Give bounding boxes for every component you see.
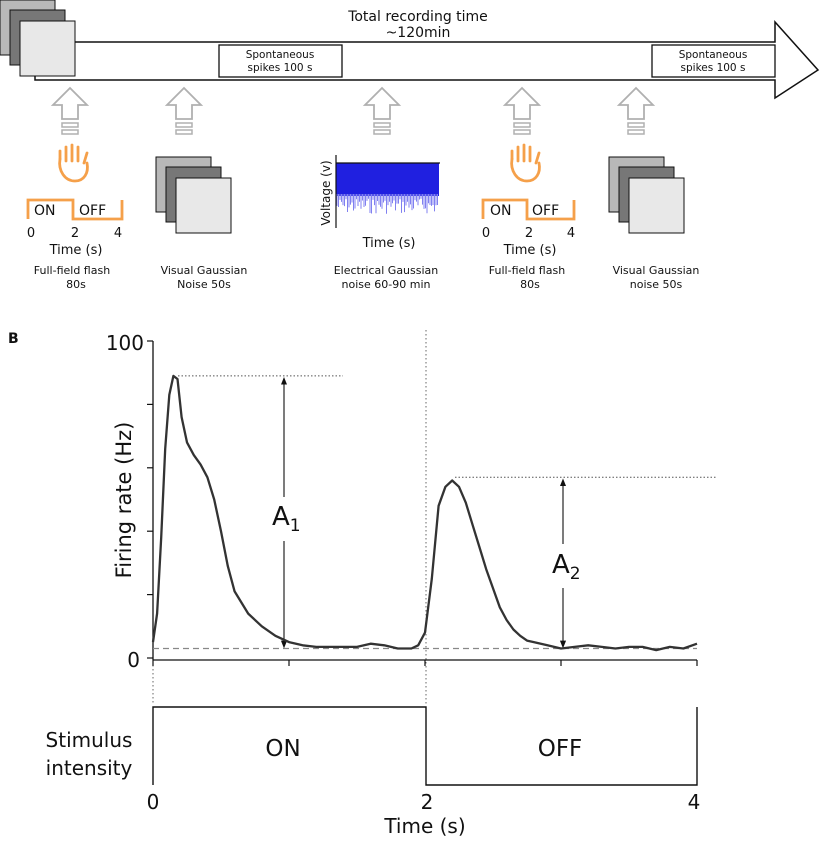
hand-icon	[510, 143, 541, 183]
flash-1-off: OFF	[79, 203, 106, 219]
flash-1-caption-2: 80s	[66, 278, 86, 291]
y-ticks	[147, 340, 153, 659]
flash-2-axis: Time (s)	[503, 243, 557, 258]
stacked-frames-icon	[155, 156, 232, 234]
x-tick-label-2: 2	[421, 790, 434, 814]
spontaneous-2-line1: Spontaneous	[679, 49, 748, 61]
y-tick-label-0: 0	[127, 648, 140, 672]
arrow-up-icon	[618, 87, 654, 135]
stimulus-off-label: OFF	[538, 736, 583, 762]
x-axis-label: Time (s)	[383, 814, 465, 838]
stimulus-label-2: intensity	[46, 756, 133, 780]
flash-2-tick-0: 0	[482, 226, 490, 241]
flash-2-tick-4: 4	[567, 226, 575, 241]
visual-1-caption-2: Noise 50s	[177, 278, 231, 291]
a2-label: A2	[552, 550, 581, 584]
x-ticks	[152, 660, 698, 666]
y-tick-label-100: 100	[106, 331, 144, 355]
stacked-frames-icon	[608, 156, 685, 234]
stimulus-trace: Stimulus intensity ON OFF	[46, 706, 698, 786]
flash-1-caption-1: Full-field flash	[34, 264, 110, 277]
a1-label: A1	[272, 502, 301, 536]
flash-stimulus-1: ON OFF 0 2 4 Time (s) Full-field flash 8…	[26, 198, 124, 291]
firing-rate-plot: 100 0 A1 A2	[106, 330, 716, 705]
timeline-arrow	[34, 20, 820, 100]
arrow-up-icon	[364, 87, 400, 135]
flash-1-tick-0: 0	[27, 226, 35, 241]
electrical-noise-plot: Voltage (v) Time (s) Electrical Gaussian…	[319, 155, 440, 291]
timeline-title: Total recording time	[347, 9, 488, 25]
arrow-up-icon	[166, 87, 202, 135]
panel-b-label: B	[8, 331, 19, 347]
firing-rate-line	[151, 374, 698, 652]
visual-2-caption-1: Visual Gaussian	[613, 264, 700, 277]
spontaneous-1-line1: Spontaneous	[246, 49, 315, 61]
stacked-frames-icon	[0, 0, 76, 77]
flash-1-tick-2: 2	[71, 226, 79, 241]
spontaneous-box-1: Spontaneous spikes 100 s	[218, 44, 343, 78]
flash-2-on: ON	[490, 203, 512, 219]
flash-2-off: OFF	[532, 203, 559, 219]
flash-1-tick-4: 4	[114, 226, 122, 241]
flash-2-caption-1: Full-field flash	[489, 264, 565, 277]
flash-2-caption-2: 80s	[520, 278, 540, 291]
a1-label-bg	[268, 497, 302, 541]
arrow-up-icon	[504, 87, 540, 135]
stimulus-label-1: Stimulus	[46, 728, 133, 752]
flash-1-axis: Time (s)	[49, 243, 103, 258]
electrical-caption-1: Electrical Gaussian	[334, 264, 439, 277]
x-tick-label-0: 0	[147, 790, 160, 814]
flash-2-tick-2: 2	[525, 226, 533, 241]
hand-icon	[58, 143, 89, 183]
flash-stimulus-2: ON OFF 0 2 4 Time (s) Full-field flash 8…	[481, 198, 576, 291]
visual-1-caption-1: Visual Gaussian	[161, 264, 248, 277]
a2-label-bg	[548, 544, 586, 588]
timeline-subtitle: ~120min	[386, 25, 451, 41]
x-tick-label-4: 4	[688, 790, 701, 814]
spontaneous-2-line2: spikes 100 s	[681, 62, 746, 74]
flash-1-on: ON	[34, 203, 56, 219]
electrical-caption-2: noise 60-90 min	[342, 278, 431, 291]
spontaneous-box-2: Spontaneous spikes 100 s	[651, 44, 776, 78]
visual-2-caption-2: noise 50s	[630, 278, 683, 291]
spontaneous-1-line2: spikes 100 s	[248, 62, 313, 74]
stimulus-on-label: ON	[265, 736, 300, 762]
arrow-up-icon	[52, 87, 88, 135]
electrical-xlabel: Time (s)	[362, 236, 416, 251]
noise-spikes	[336, 194, 438, 214]
electrical-ylabel: Voltage (v)	[319, 160, 333, 225]
y-axis-label: Firing rate (Hz)	[112, 422, 136, 579]
